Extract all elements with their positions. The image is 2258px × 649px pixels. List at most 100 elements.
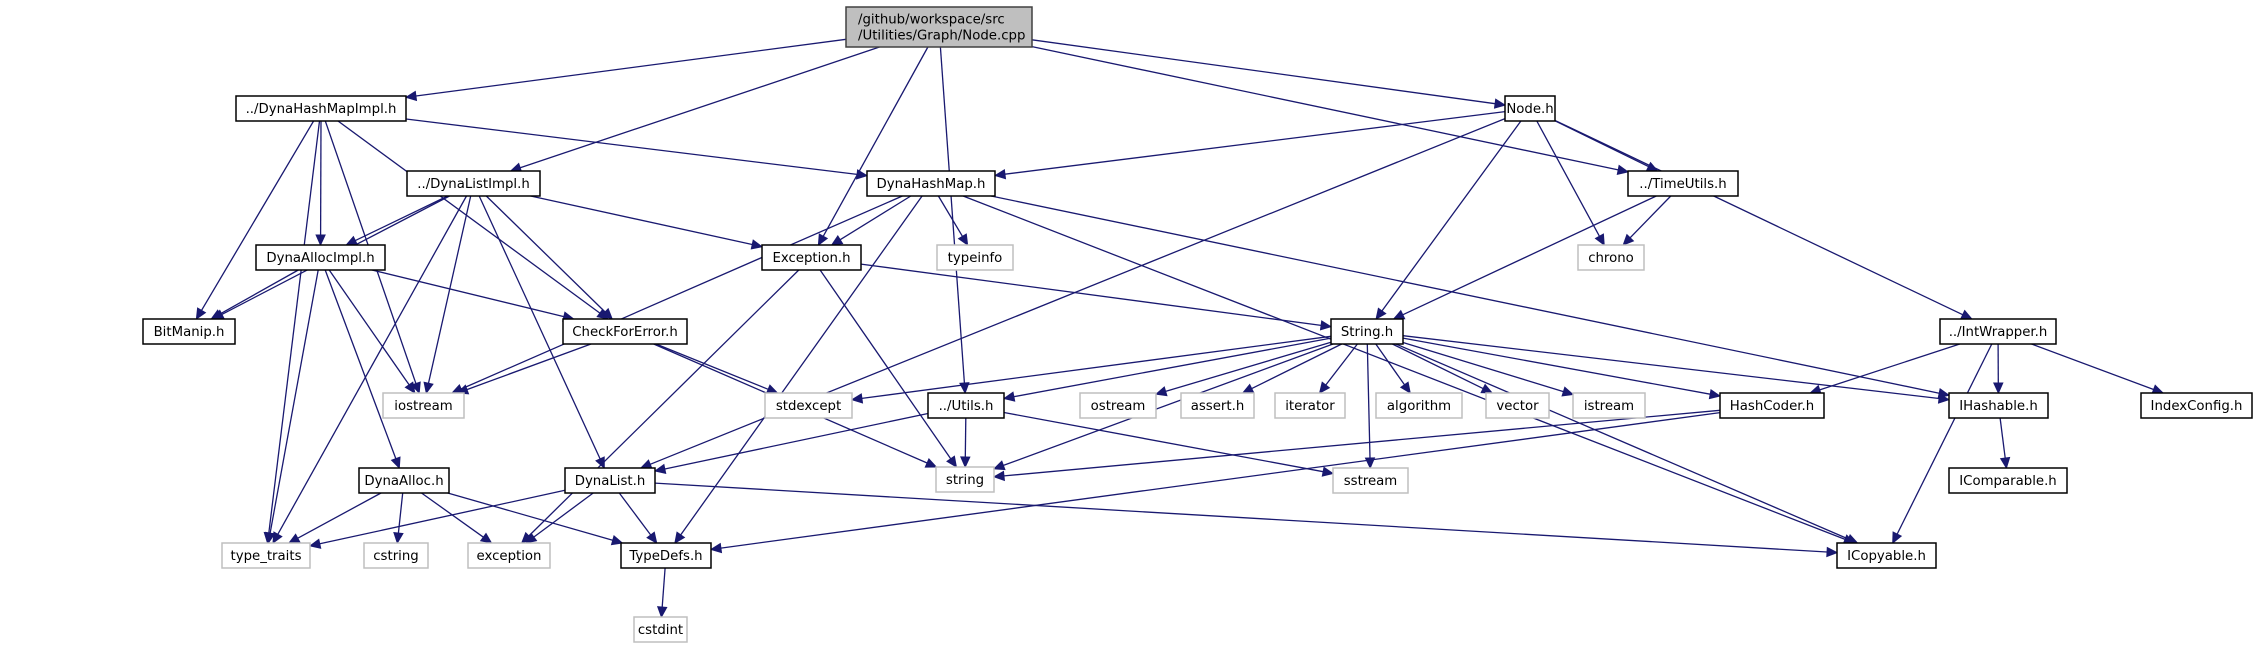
edge-line	[964, 417, 967, 458]
edge-line	[839, 195, 912, 241]
edge-dynahashmapimpl-to-dynahashmap	[405, 118, 869, 180]
node-box	[1948, 467, 2068, 494]
node-nodeh[interactable]: Node.h	[1504, 95, 1556, 122]
edge-dynalistimpl-to-type_traits	[272, 195, 468, 545]
edge-dynalist-to-exception_std	[524, 492, 594, 544]
edge-dynahashmap-to-exception_h	[830, 195, 912, 246]
edge-line	[1536, 120, 1600, 237]
node-ostream: ostream	[1079, 392, 1157, 419]
edge-line	[1402, 195, 1657, 316]
node-label: typeinfo	[948, 251, 1003, 266]
node-dynahashmapimpl[interactable]: ../DynaHashMapImpl.h	[235, 95, 407, 122]
edge-line	[939, 46, 966, 384]
node-label: IndexConfig.h	[2151, 399, 2243, 414]
edge-stringh-to-ihashable	[1402, 335, 1951, 404]
node-icomparable[interactable]: IComparable.h	[1948, 467, 2068, 494]
node-box	[1572, 392, 1646, 419]
arrowhead-icon	[674, 531, 686, 544]
edge-line	[200, 120, 315, 311]
node-iterator: iterator	[1274, 392, 1346, 419]
arrowhead-icon	[423, 381, 434, 395]
edge-stringh-to-ostream	[1154, 341, 1332, 397]
node-box	[1939, 318, 2057, 345]
node-type_traits: type_traits	[221, 542, 311, 569]
node-label: stdexcept	[776, 399, 841, 414]
node-label: TypeDefs.h	[628, 549, 702, 564]
edge-line	[319, 489, 566, 545]
edge-line	[1629, 195, 1672, 239]
arrowhead-icon	[850, 393, 864, 404]
node-timeutils[interactable]: ../TimeUtils.h	[1627, 170, 1739, 197]
node-box	[235, 95, 407, 122]
arrowhead-icon	[765, 384, 779, 394]
node-box	[562, 318, 688, 345]
arrowhead-icon	[390, 456, 401, 470]
node-box	[866, 170, 996, 197]
arrowhead-icon	[1993, 382, 2004, 395]
edge-line	[680, 195, 923, 536]
node-vector: vector	[1485, 392, 1550, 419]
node-intwrapper[interactable]: ../IntWrapper.h	[1939, 318, 2057, 345]
edge-line	[1251, 343, 1342, 390]
node-stringh[interactable]: String.h	[1330, 318, 1404, 345]
node-box	[221, 542, 311, 569]
node-bitmanip[interactable]: BitManip.h	[142, 318, 236, 345]
edge-line	[1013, 337, 1332, 398]
node-ihashable[interactable]: IHashable.h	[1948, 392, 2049, 419]
edge-root-to-nodeh	[1031, 39, 1507, 109]
node-box	[1375, 392, 1463, 419]
node-label: HashCoder.h	[1730, 399, 1814, 414]
edge-root-to-dynahashmapimpl	[404, 38, 847, 102]
arrowhead-icon	[656, 606, 668, 619]
node-box	[142, 318, 236, 345]
node-exception_h[interactable]: Exception.h	[761, 244, 862, 271]
edge-line	[860, 263, 1322, 327]
arrowhead-icon	[1241, 383, 1255, 394]
arrowhead-icon	[1594, 233, 1605, 247]
edge-line	[427, 195, 472, 384]
edge-line	[277, 195, 468, 535]
edge-line	[268, 120, 321, 534]
arrowhead-icon	[393, 532, 404, 545]
edge-dynahashmapimpl-to-type_traits	[263, 120, 321, 545]
node-cstring: cstring	[363, 542, 429, 569]
edge-exception_h-to-exception_std	[520, 269, 800, 544]
edge-dynalistimpl-to-dynaallocimpl	[345, 195, 448, 246]
node-label: string	[946, 473, 984, 488]
arrowhead-icon	[830, 234, 844, 246]
node-box	[1836, 542, 1937, 569]
node-dynaalloc[interactable]: DynaAlloc.h	[358, 467, 450, 494]
node-label: DynaAllocImpl.h	[266, 251, 374, 266]
node-label: ../Utils.h	[939, 399, 994, 414]
node-utils[interactable]: ../Utils.h	[927, 392, 1005, 419]
node-cstdint: cstdint	[633, 616, 688, 643]
arrowhead-icon	[1892, 531, 1903, 545]
edge-line	[937, 195, 964, 237]
arrowhead-icon	[1321, 466, 1335, 477]
edge-stringh-to-sstream	[1364, 343, 1376, 470]
node-hashcoder[interactable]: HashCoder.h	[1719, 392, 1825, 419]
edge-line	[1402, 341, 1564, 393]
node-dynalistimpl[interactable]: ../DynaListImpl.h	[406, 170, 541, 197]
node-checkforerror[interactable]: CheckForError.h	[562, 318, 688, 345]
edge-timeutils-to-chrono	[1622, 195, 1672, 246]
node-typedefs[interactable]: TypeDefs.h	[620, 542, 712, 569]
node-dynaallocimpl[interactable]: DynaAllocImpl.h	[255, 244, 386, 271]
node-label: DynaAlloc.h	[364, 474, 443, 489]
node-box	[1627, 170, 1739, 197]
node-dynalist[interactable]: DynaList.h	[564, 467, 656, 494]
node-box	[1485, 392, 1550, 419]
arrowhead-icon	[855, 169, 869, 180]
edge-line	[460, 195, 903, 390]
node-icopyable[interactable]: ICopyable.h	[1836, 542, 1937, 569]
edge-dynaallocimpl-to-dynaalloc	[324, 269, 401, 470]
edge-line	[269, 269, 319, 534]
edge-line	[822, 46, 929, 237]
node-root[interactable]: /github/workspace/src/Utilities/Graph/No…	[845, 6, 1033, 48]
edge-line	[355, 195, 448, 242]
edge-line	[519, 46, 880, 169]
node-indexconfig[interactable]: IndexConfig.h	[2140, 392, 2253, 419]
node-typeinfo: typeinfo	[936, 244, 1014, 271]
edge-intwrapper-to-ihashable	[1993, 343, 2004, 395]
node-dynahashmap[interactable]: DynaHashMap.h	[866, 170, 996, 197]
